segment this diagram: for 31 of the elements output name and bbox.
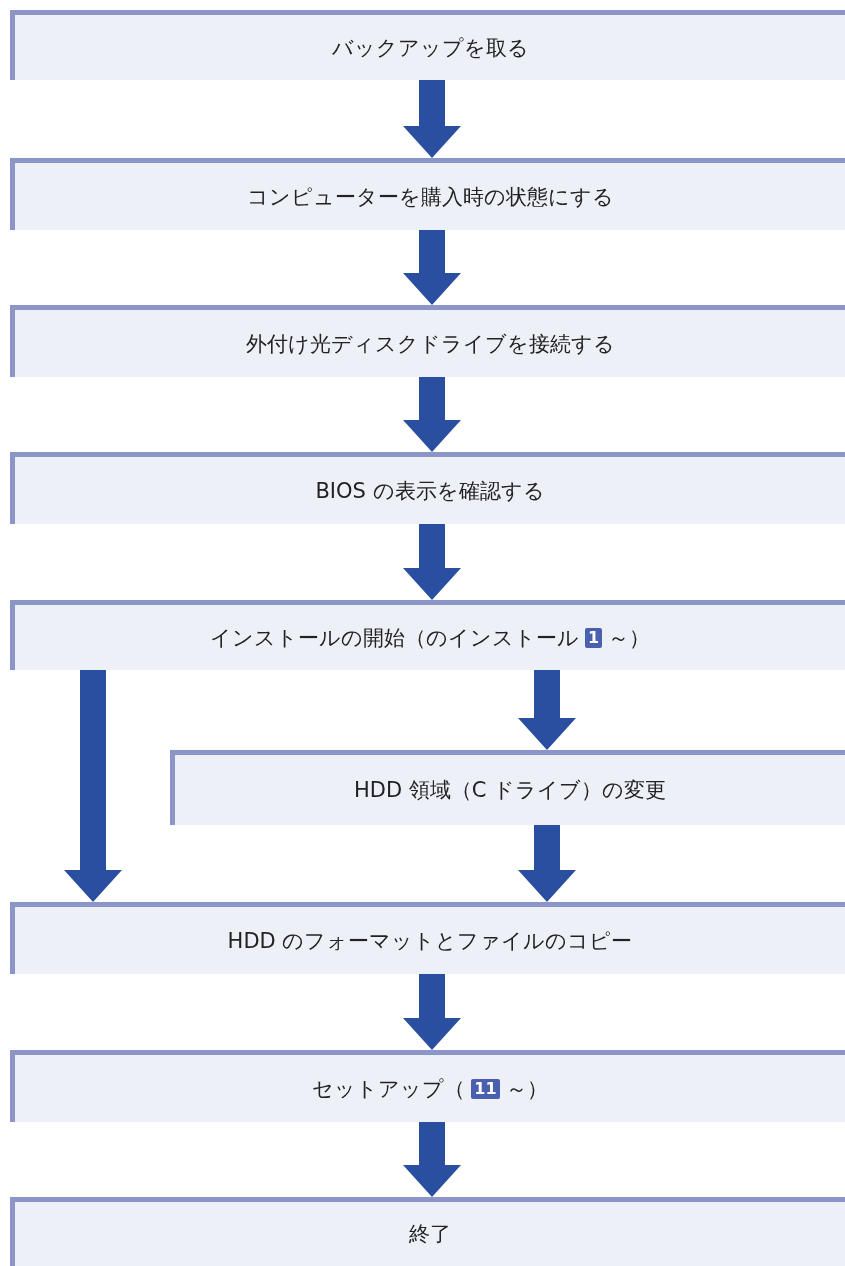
step-label: 外付け光ディスクドライブを接続する [245,330,615,358]
arrow [403,377,461,452]
process-box [10,305,845,377]
process-box [10,1197,845,1266]
arrow [403,974,461,1050]
step-label: インストールの開始（のインストール [209,624,579,652]
process-box [10,1050,845,1122]
step-label: ～） [505,1075,548,1103]
process-box [10,902,845,974]
arrow [64,670,122,902]
step-label: ～） [608,624,651,652]
arrow [518,670,576,750]
step-label: HDD のフォーマットとファイルのコピー [227,927,633,955]
step-label: 終了 [409,1221,451,1248]
step-label: HDD 領域（C ドライブ）の変更 [353,777,667,804]
process-box [10,600,845,670]
process-box [10,452,845,524]
step-label: セットアップ（ [312,1075,466,1103]
arrow [403,230,461,305]
step-label: BIOS の表示を確認する [315,477,545,505]
arrow [403,1122,461,1197]
step-label: コンピューターを購入時の状態にする [246,183,614,211]
process-box [170,750,845,825]
step-label: バックアップを取る [331,34,529,62]
step-number: 11 [471,1078,500,1099]
process-box [10,10,845,80]
arrow [518,825,576,902]
step-number: 1 [584,627,603,648]
arrow [403,80,461,158]
process-box [10,158,845,230]
arrow [403,524,461,600]
